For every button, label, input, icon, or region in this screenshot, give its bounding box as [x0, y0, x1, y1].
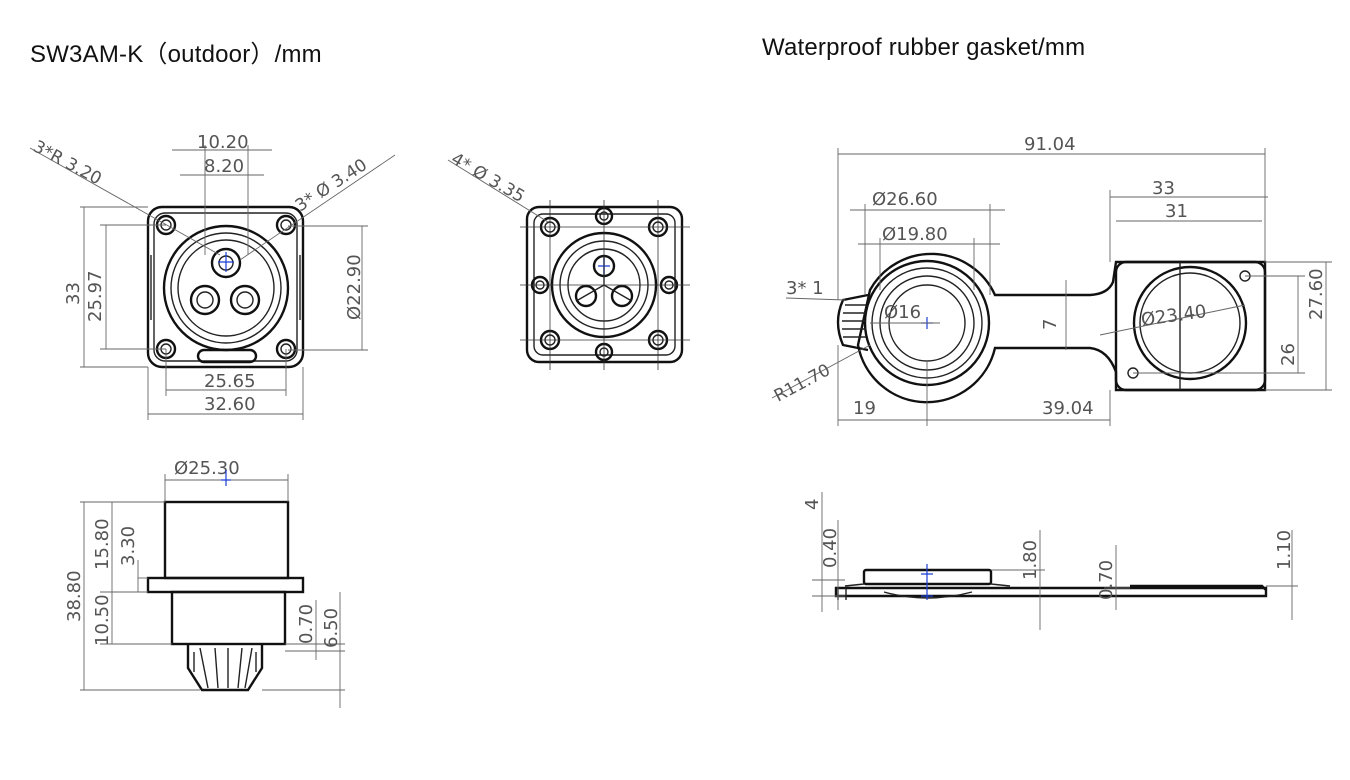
dim-19: 19 — [853, 398, 876, 419]
dim-25-65: 25.65 — [204, 371, 256, 392]
side-view: Ø25.30 38.80 15.80 3.30 10.50 0.70 6.50 — [64, 458, 345, 708]
dim-d19-80: Ø19.80 — [882, 224, 948, 245]
dim-25-97: 25.97 — [85, 270, 106, 322]
dim-39-04: 39.04 — [1042, 398, 1094, 419]
gasket-side-view: 4 0.40 1.80 0.70 1.10 — [802, 492, 1298, 630]
dim-26: 26 — [1278, 343, 1299, 366]
dim-3d-3-40: 3* Ø 3.40 — [292, 155, 371, 216]
title-gasket: Waterproof rubber gasket/mm — [762, 34, 1086, 61]
dim-0-70: 0.70 — [1096, 560, 1117, 600]
dim-91-04: 91.04 — [1024, 134, 1076, 155]
dim-3-30: 3.30 — [118, 526, 139, 566]
dim-31: 31 — [1165, 201, 1188, 222]
dim-33: 33 — [63, 282, 84, 305]
dim-4d-3-35: 4* Ø 3.35 — [448, 149, 528, 207]
title-connector: SW3AM-K（outdoor）/mm — [30, 41, 322, 68]
dim-33: 33 — [1152, 178, 1175, 199]
dim-3r-3-20: 3*R 3.20 — [30, 137, 105, 190]
dim-0-40: 0.40 — [820, 528, 841, 568]
dim-27-60: 27.60 — [1306, 268, 1327, 320]
dim-1-10: 1.10 — [1274, 530, 1295, 570]
back-view: 4* Ø 3.35 — [448, 149, 690, 370]
dim-4: 4 — [802, 499, 823, 510]
dim-d22-90: Ø22.90 — [344, 254, 365, 320]
dim-0-70: 0.70 — [296, 604, 317, 644]
dim-8-20: 8.20 — [204, 156, 244, 177]
dim-d23-40: Ø23.40 — [1140, 301, 1208, 331]
dim-10-20: 10.20 — [197, 132, 249, 153]
dim-6-50: 6.50 — [321, 608, 342, 648]
gasket-top-view: 91.04 Ø26.60 Ø19.80 33 31 3* 1 Ø16 7 Ø23… — [771, 134, 1332, 426]
front-view: 10.20 8.20 3*R 3.20 3* Ø 3.40 33 25.97 Ø… — [30, 132, 396, 420]
dim-d16: Ø16 — [884, 302, 921, 323]
dim-d25-30: Ø25.30 — [174, 458, 240, 479]
dim-10-50: 10.50 — [92, 594, 113, 646]
dim-1-80: 1.80 — [1020, 540, 1041, 580]
dim-7: 7 — [1040, 319, 1061, 330]
dim-d26-60: Ø26.60 — [872, 189, 938, 210]
dim-3x1: 3* 1 — [786, 278, 824, 299]
dim-38-80: 38.80 — [64, 570, 85, 622]
dim-32-60: 32.60 — [204, 394, 256, 415]
dim-r11-70: R11.70 — [771, 360, 834, 406]
dim-15-80: 15.80 — [92, 518, 113, 570]
